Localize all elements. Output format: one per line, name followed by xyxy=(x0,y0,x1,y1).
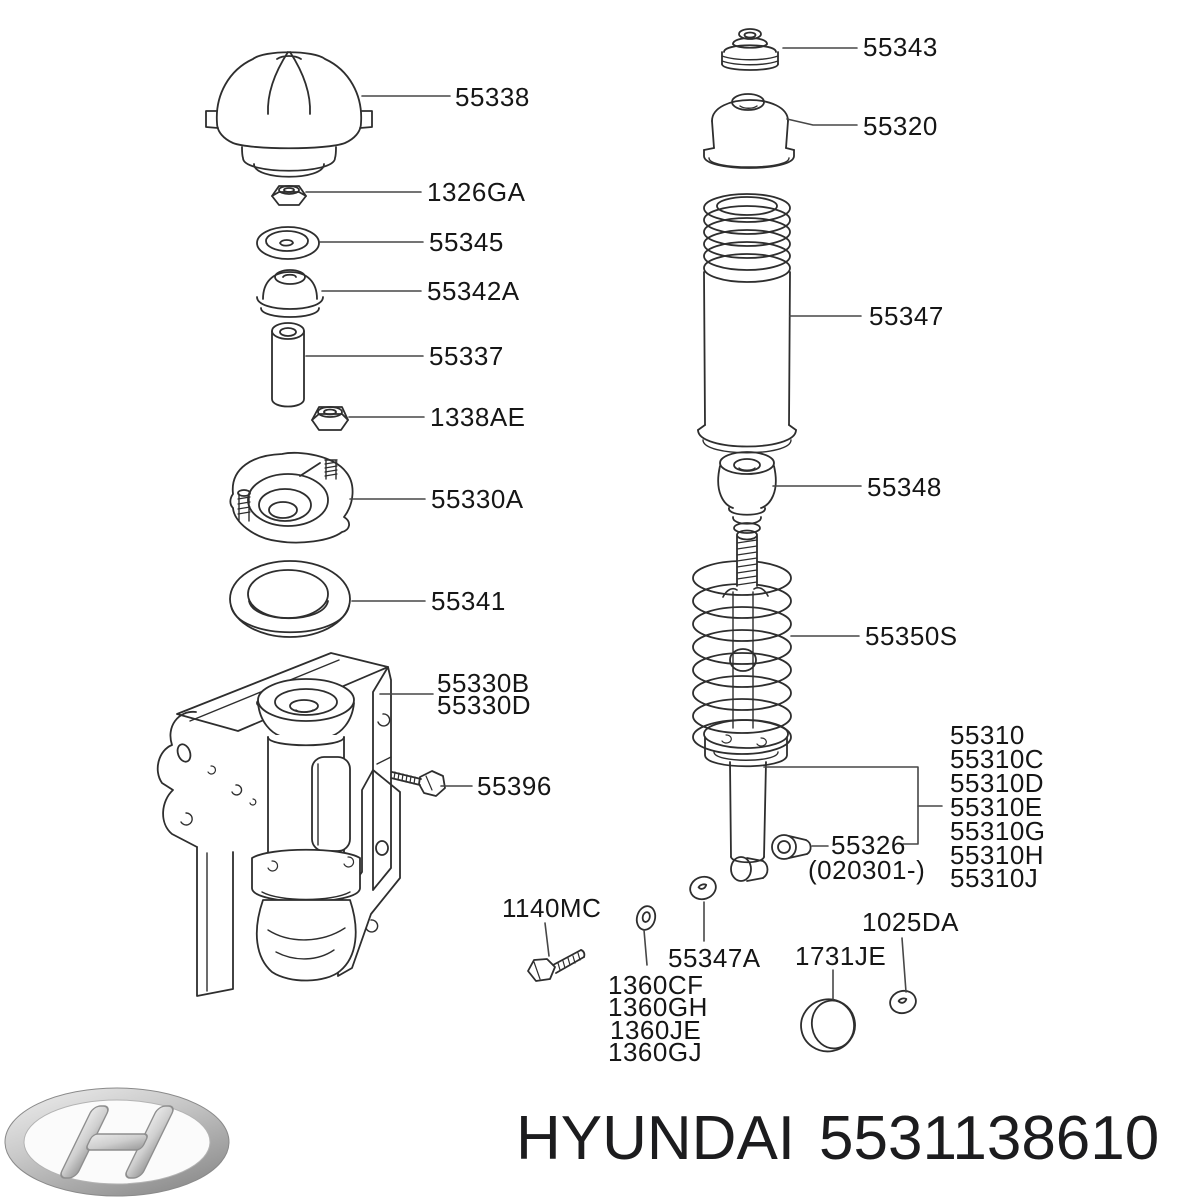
part-drawing-55342A-bushing xyxy=(256,269,324,318)
part-drawing-55396-bolt xyxy=(390,770,446,797)
part-label-55330B: 55330B xyxy=(437,668,530,698)
part-label-1360GH: 1360GH xyxy=(608,992,708,1022)
part-label-55348: 55348 xyxy=(867,472,942,502)
part-drawing-55320-cup xyxy=(703,93,795,169)
part-drawing-1338AE-nut xyxy=(311,406,349,431)
part-label-55347A: 55347A xyxy=(668,943,761,973)
part-label-55347: 55347 xyxy=(869,301,944,331)
part-drawing-1326GA-nut xyxy=(271,185,307,206)
part-label-55310C: 55310C xyxy=(950,744,1045,774)
part-drawing-55350S-coil-spring xyxy=(692,529,792,755)
part-drawing-55330B-housing-bracket xyxy=(156,652,401,997)
part-drawing-55337-sleeve xyxy=(271,322,305,408)
part-label-1360CF: 1360CF xyxy=(608,970,704,1000)
part-drawing-1360-washer xyxy=(635,905,657,931)
part-label-55320: 55320 xyxy=(863,111,938,141)
part-label-55330A: 55330A xyxy=(431,484,524,514)
part-label-55310H: 55310H xyxy=(950,840,1045,870)
part-label-1731JE: 1731JE xyxy=(795,941,887,971)
part-drawing-1025DA-washer xyxy=(889,989,917,1015)
part-label-55338: 55338 xyxy=(455,82,530,112)
part-drawing-55347-dust-boot xyxy=(697,193,797,454)
hyundai-logo-icon xyxy=(4,1087,230,1197)
part-label-55337: 55337 xyxy=(429,341,504,371)
part-label-55326-note: (020301-) xyxy=(808,855,926,885)
brand-part-number: 5531138610 xyxy=(819,1104,1160,1173)
part-drawing-55326-bushing xyxy=(771,834,812,860)
leader-lines xyxy=(305,47,943,1000)
part-drawing-55343-cap xyxy=(721,28,779,71)
part-drawing-55310-shock-absorber xyxy=(703,719,789,882)
brand-text: HYUNDAI 5531138610 xyxy=(516,1107,1159,1171)
part-label-55310E: 55310E xyxy=(950,792,1043,822)
part-label-55330D: 55330D xyxy=(437,690,532,720)
part-label-55343: 55343 xyxy=(863,32,938,62)
part-drawing-55347A-washer xyxy=(689,875,717,901)
part-label-1338AE: 1338AE xyxy=(430,402,526,432)
part-drawing-1731JE-cap xyxy=(800,998,856,1053)
part-drawing-55338-strut-cap xyxy=(205,51,373,178)
part-label-55350S: 55350S xyxy=(865,621,958,651)
part-drawing-1140MC-bolt xyxy=(527,949,586,982)
part-label-55345: 55345 xyxy=(429,227,504,257)
part-label-1140MC: 1140MC xyxy=(502,893,602,923)
part-label-55310G: 55310G xyxy=(950,816,1046,846)
part-drawing-55345-washer xyxy=(256,226,320,260)
part-label-1326GA: 1326GA xyxy=(427,177,526,207)
part-label-55310D: 55310D xyxy=(950,768,1045,798)
part-drawing-55341-spring-seat xyxy=(229,560,351,638)
part-drawing-55348-bump-stop xyxy=(717,451,777,534)
part-label-1025DA: 1025DA xyxy=(862,907,959,937)
part-label-55342A: 55342A xyxy=(427,276,520,306)
part-label-1360JE: 1360JE xyxy=(610,1015,702,1045)
part-drawing-55330A-strut-mount xyxy=(229,451,354,544)
brand-name: HYUNDAI xyxy=(516,1104,796,1173)
part-label-1360GJ: 1360GJ xyxy=(608,1037,703,1067)
part-label-55310J: 55310J xyxy=(950,863,1039,893)
part-label-55326: 55326 xyxy=(831,830,906,860)
part-label-55310: 55310 xyxy=(950,720,1025,750)
part-label-55341: 55341 xyxy=(431,586,506,616)
brand-row: HYUNDAI 5531138610 xyxy=(0,1086,1200,1200)
part-label-55396: 55396 xyxy=(477,771,552,801)
